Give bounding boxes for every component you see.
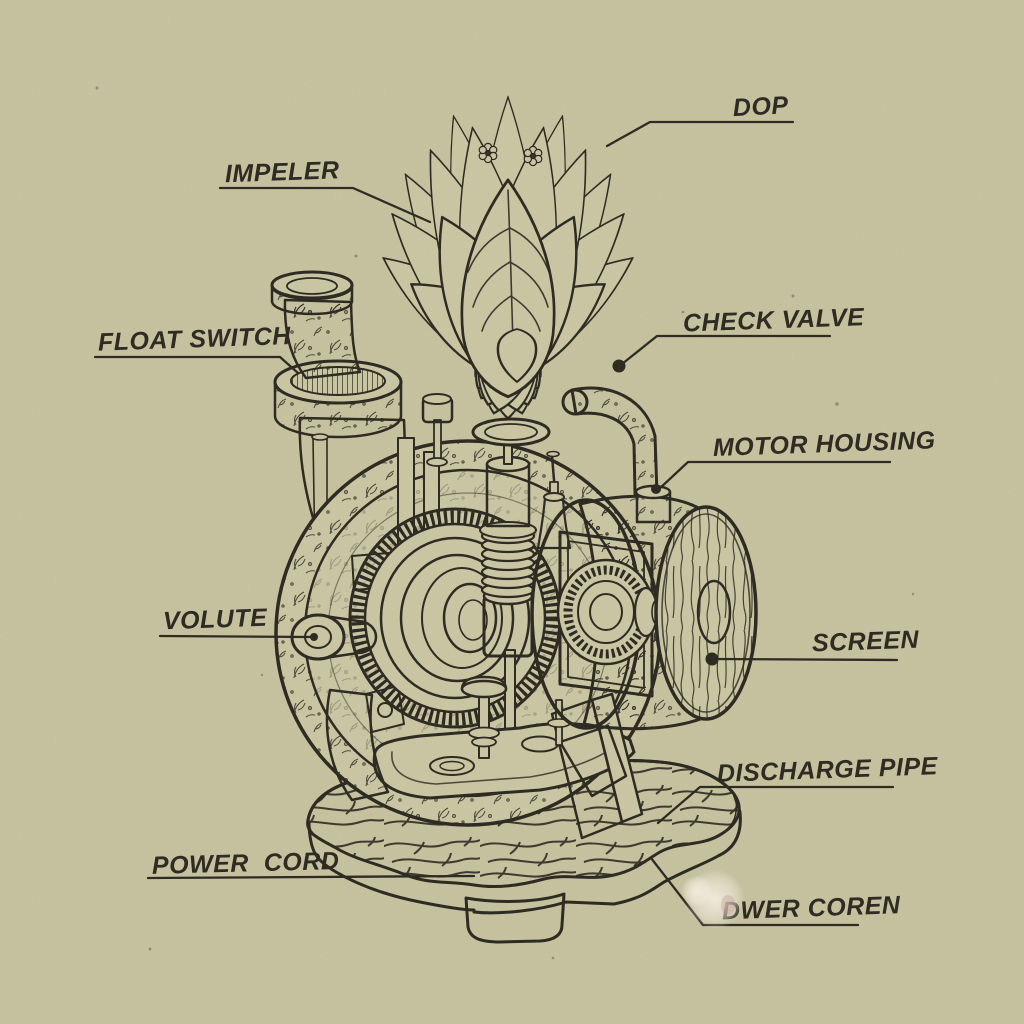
paper-texture <box>0 0 1024 1024</box>
pump-diagram: DOP IMPELER FLOAT SWITCH CHECK VALVE MOT… <box>0 0 1024 1024</box>
diagram-page: DOP IMPELER FLOAT SWITCH CHECK VALVE MOT… <box>0 0 1024 1024</box>
